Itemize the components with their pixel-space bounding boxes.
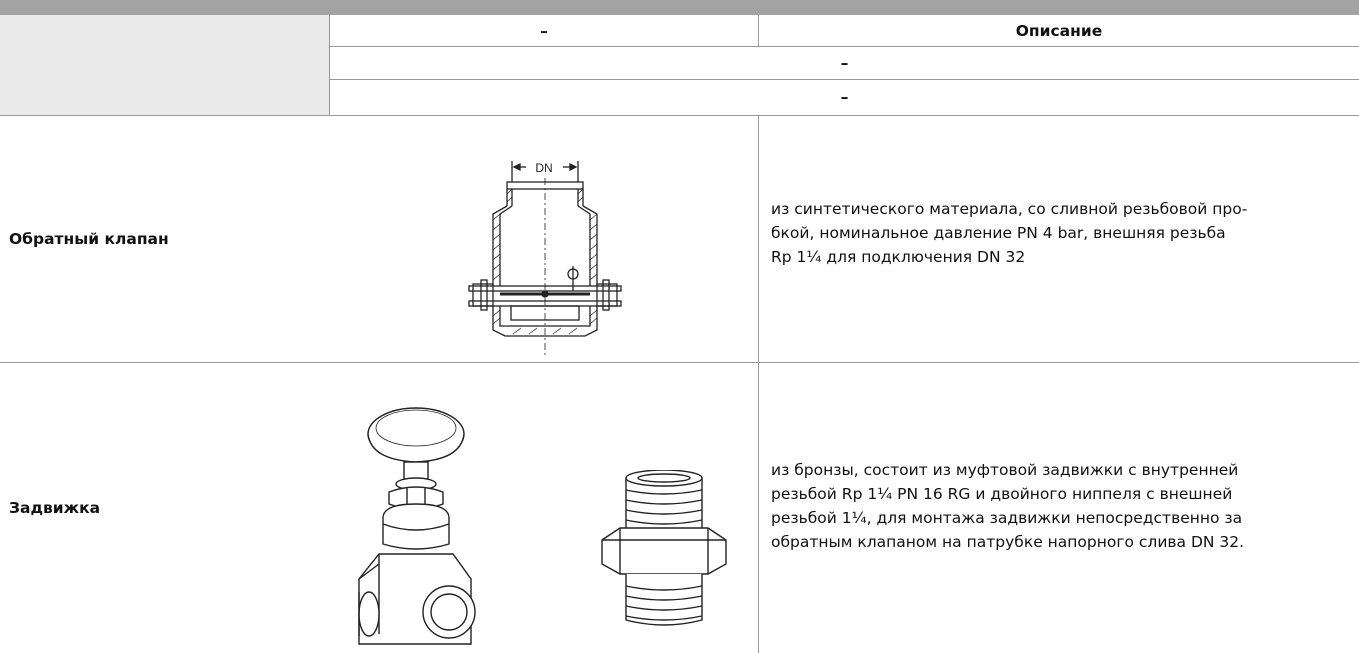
divider — [329, 15, 330, 115]
description-line: бкой, номинальное давление PN 4 bar, вне… — [771, 224, 1226, 242]
divider — [329, 46, 1359, 47]
description-line: обратным клапаном на патрубке напорного … — [771, 533, 1245, 551]
row-label-gate-valve: Задвижка — [9, 499, 101, 517]
gate-valve-drawing-icon — [358, 407, 476, 645]
description-line: из бронзы, состоит из муфтовой задвижки … — [771, 461, 1239, 479]
divider — [758, 116, 759, 653]
row-description-gate-valve: из бронзы, состоит из муфтовой задвижки … — [771, 458, 1351, 554]
divider — [0, 115, 1359, 116]
header-row-3: – — [840, 88, 849, 106]
divider — [0, 362, 1359, 363]
row-label-check-valve: Обратный клапан — [9, 230, 169, 248]
header-image-column: – — [540, 21, 548, 40]
divider — [329, 79, 1359, 80]
description-line: из синтетического материала, со сливной … — [771, 200, 1248, 218]
header-row-2: – — [840, 54, 849, 72]
divider — [758, 15, 759, 46]
row-description-check-valve: из синтетического материала, со сливной … — [771, 197, 1351, 269]
description-line: резьбой 1¼, для монтажа задвижки непосре… — [771, 509, 1243, 527]
header-left-shaded-cell — [0, 15, 329, 116]
header-description-column: Описание — [1015, 21, 1103, 40]
double-nipple-drawing-icon — [601, 470, 727, 626]
description-line: резьбой Rp 1¼ PN 16 RG и двойного ниппел… — [771, 485, 1233, 503]
description-line: Rp 1¼ для подключения DN 32 — [771, 248, 1026, 266]
table-top-bar — [0, 0, 1359, 15]
check-valve-drawing-icon: DN — [468, 161, 622, 356]
dn-label: DN — [535, 161, 552, 175]
